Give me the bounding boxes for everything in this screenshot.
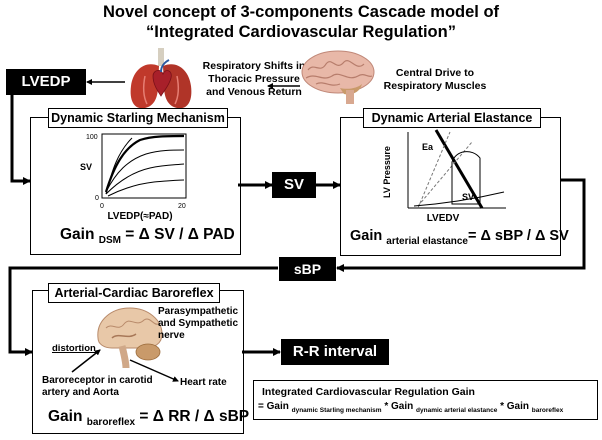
central-drive-label: Central Drive to Respiratory Muscles: [380, 67, 490, 93]
brain-icon: [301, 50, 375, 104]
respiratory-line-3: and Venous Return: [206, 86, 302, 98]
dsm-curve-2: [105, 149, 185, 193]
arrow-brain-to-heartrate: [129, 359, 179, 382]
heart-rate-label: Heart rate: [180, 377, 227, 388]
dsm-plot: SV 100 0 0 20: [80, 133, 187, 210]
dsm-gain-equation: Gain DSM = Δ SV / Δ PAD: [60, 226, 235, 246]
integrated-gain-box: Integrated Cardiovascular Regulation Gai…: [253, 380, 598, 420]
arrow-receptor-to-brain: [71, 349, 101, 373]
arrow-dae-to-sbp: [336, 178, 586, 272]
dae-dashed-upper: [417, 131, 451, 209]
dsm-xlabel: LVEDP(≈PAD): [107, 211, 173, 222]
dsm-tick-y-zero: 0: [95, 195, 99, 202]
integrated-sub-baro: baroreflex: [531, 407, 564, 414]
sv-node: SV: [272, 172, 316, 198]
dae-pv-loop: [451, 151, 481, 205]
respiratory-line-1: Respiratory Shifts in: [202, 60, 306, 72]
central-line-1: Central Drive to: [395, 67, 475, 79]
dae-espvr-line: [434, 129, 484, 209]
dsm-tick-x-max: 20: [178, 203, 186, 210]
dae-plot: LV Pressure Ea SV: [382, 129, 506, 209]
baro-gain-sub: baroreflex: [86, 417, 136, 429]
dsm-gain-formula: = Δ SV / Δ PAD: [121, 226, 235, 243]
respiratory-shift-label: Respiratory Shifts in Thoracic Pressure …: [199, 60, 309, 99]
dae-ylabel: LV Pressure: [382, 146, 392, 198]
distortion-label: distortion: [52, 343, 96, 354]
integrated-eq-mid1: * Gain: [381, 401, 417, 412]
dsm-gain-sub: DSM: [98, 235, 121, 247]
arrow-lvedp-to-dsm: [10, 95, 31, 185]
dsm-title: Dynamic Starling Mechanism: [48, 108, 228, 128]
lungs-heart-icon: [130, 48, 192, 109]
dae-gain-sub: arterial elastance: [386, 235, 468, 247]
title-line-2: “Integrated Cardiovascular Regulation”: [146, 23, 456, 41]
dae-gain-formula: = Δ sBP / Δ SV: [467, 228, 569, 244]
baro-gain-equation: Gain baroreflex = Δ RR / Δ sBP: [48, 408, 249, 428]
baroreceptor-label: Baroreceptor in carotid artery and Aorta: [42, 375, 153, 399]
arrow-sbp-to-baro: [8, 266, 278, 356]
integrated-sub-dsm: dynamic Starling mechanism: [291, 407, 382, 414]
receptor-line-2: artery and Aorta: [42, 387, 119, 398]
receptor-line-1: Baroreceptor in carotid: [42, 375, 153, 386]
dae-ea-line: [417, 141, 473, 207]
title-line-1: Novel concept of 3-components Cascade mo…: [102, 3, 500, 21]
dae-gain-equation: Gain arterial elastance= Δ sBP / Δ SV: [350, 228, 569, 247]
nerve-line-3: nerve: [158, 330, 185, 341]
dae-sv-label: SV: [462, 192, 474, 202]
rr-node: R-R interval: [281, 339, 389, 365]
nerve-label: Parasympathetic and Sympathetic nerve: [158, 306, 238, 342]
integrated-sub-dae: dynamic arterial elastance: [416, 407, 498, 414]
dae-gain-word: Gain: [350, 228, 387, 244]
integrated-gain-title: Integrated Cardiovascular Regulation Gai…: [262, 386, 475, 398]
respiratory-line-2: Thoracic Pressure: [208, 73, 300, 85]
integrated-eq-prefix: = Gain: [258, 401, 292, 412]
dsm-gain-word: Gain: [60, 226, 99, 243]
dsm-tick-y-top: 100: [86, 134, 98, 141]
lvedp-node: LVEDP: [6, 69, 86, 95]
baro-title: Arterial-Cardiac Baroreflex: [48, 283, 220, 303]
dae-title: Dynamic Arterial Elastance: [363, 108, 541, 128]
dsm-curve-5: [107, 179, 185, 197]
dsm-ylabel: SV: [80, 162, 92, 172]
brain-sagittal-icon: [97, 307, 163, 369]
baro-gain-formula: = Δ RR / Δ sBP: [135, 408, 250, 425]
central-line-2: Respiratory Muscles: [383, 80, 487, 92]
dae-edpvr: [413, 191, 505, 207]
dsm-curve-3: [105, 163, 185, 195]
nerve-line-1: Parasympathetic: [158, 306, 239, 317]
integrated-gain-equation: = Gain dynamic Starling mechanism * Gain…: [258, 401, 563, 414]
dsm-curve-4: [105, 137, 133, 195]
dae-xlabel: LVEDV: [426, 213, 460, 224]
nerve-line-2: and Sympathetic: [158, 318, 239, 329]
dsm-tick-x-zero: 0: [100, 203, 104, 210]
integrated-eq-mid2: * Gain: [497, 401, 532, 412]
sbp-node: sBP: [279, 257, 336, 281]
dae-ea-label: Ea: [422, 142, 434, 152]
baro-gain-word: Gain: [48, 408, 87, 425]
dsm-curve-1: [104, 134, 185, 193]
